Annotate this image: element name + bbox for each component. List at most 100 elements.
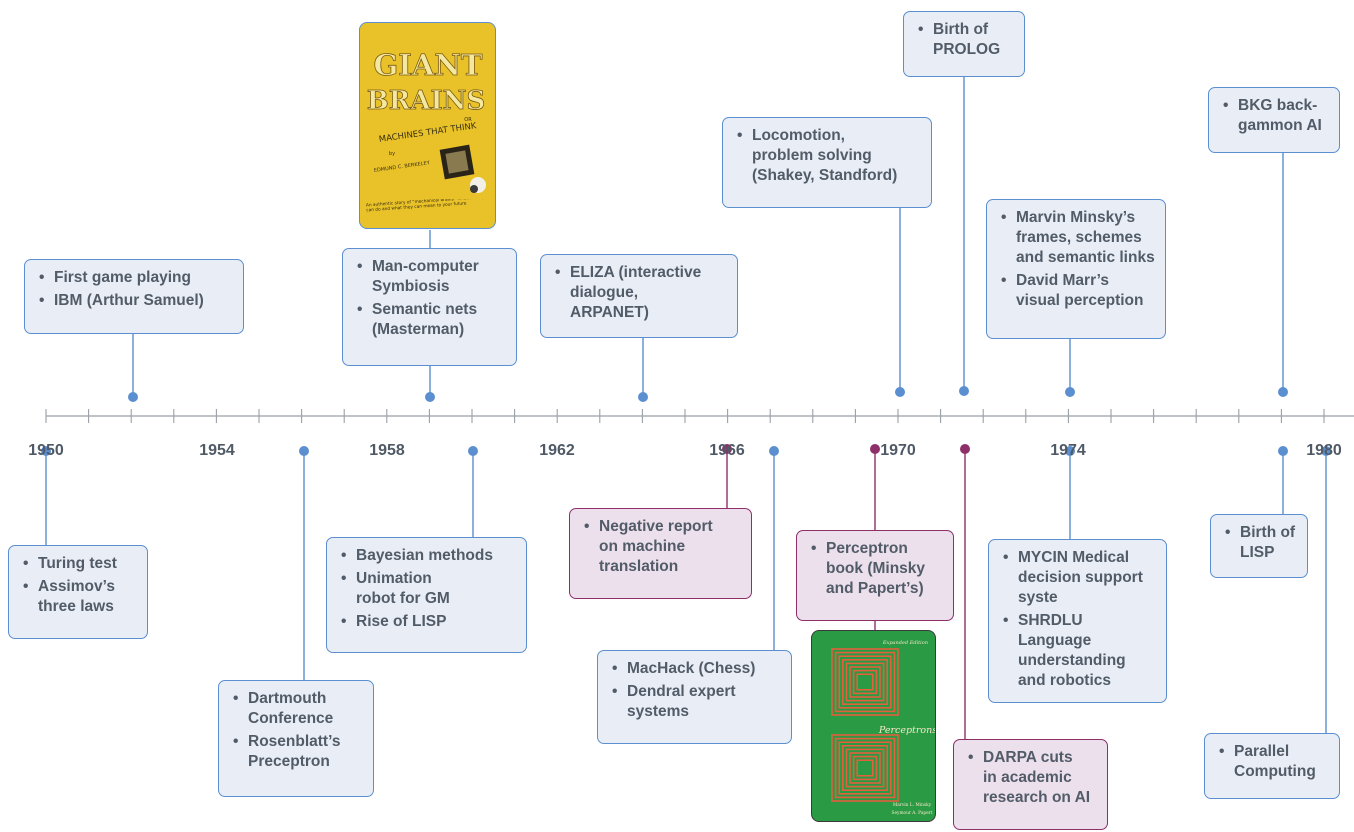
year-label-1966: 1966 (709, 442, 745, 459)
giant-brains-or: OR (464, 117, 472, 123)
event-item: Marvin Minsky’s frames, schemes and sema… (1001, 208, 1155, 268)
perceptron-pattern-square (841, 745, 889, 792)
perceptron-pattern-square (838, 741, 892, 795)
event-first-game-playing: First game playing IBM (Arthur Samuel) (24, 259, 244, 334)
perceptrons-book-cover: Expanded Edition Perceptrons Marvin L. M… (811, 630, 936, 822)
perceptron-pattern-square (841, 658, 889, 706)
event-machack-chess: MacHack (Chess) Dendral expert systems (597, 650, 792, 744)
event-dot (895, 387, 905, 397)
event-bkg-backgammon: BKG back- gammon AI (1208, 87, 1340, 153)
giant-brains-author: EDMUND C. BERKELEY (374, 160, 432, 174)
event-item: Bayesian methods (341, 546, 516, 566)
event-dot (959, 386, 969, 396)
event-item: Turing test (23, 554, 137, 574)
giant-brains-by: by (389, 151, 395, 157)
perceptrons-title: Perceptrons (878, 725, 936, 736)
event-dot (722, 444, 732, 454)
event-dot (960, 444, 970, 454)
perceptrons-author-papert: Seymour A. Papert (892, 811, 933, 816)
event-item: First game playing (39, 268, 233, 288)
event-item: BKG back- gammon AI (1223, 96, 1329, 136)
perceptron-pattern-square (852, 669, 878, 695)
event-birth-of-lisp: Birth of LISP (1210, 514, 1308, 578)
perceptron-pattern-square (845, 748, 885, 788)
perceptron-pattern-square (845, 662, 885, 702)
giant-brains-title-line2: BRAINS (367, 86, 485, 116)
perceptron-pattern-square (834, 651, 896, 713)
event-dot (638, 392, 648, 402)
event-perceptron-book: Perceptron book (Minsky and Papert’s) (796, 530, 954, 621)
event-item: Semantic nets (Masterman) (357, 300, 506, 340)
event-dot (41, 446, 51, 456)
event-locomotion: Locomotion, problem solving (Shakey, Sta… (722, 117, 932, 208)
event-dot (468, 446, 478, 456)
giant-brains-blurb: An authentic story of “mechanical brains… (366, 199, 485, 214)
perceptron-pattern-square (831, 734, 899, 802)
event-item: Unimation robot for GM (341, 569, 516, 609)
event-minsky-frames: Marvin Minsky’s frames, schemes and sema… (986, 199, 1166, 339)
giant-brains-cover-art: GIANT BRAINS OR MACHINES THAT THINK by E… (366, 48, 486, 214)
event-bayesian-methods: Bayesian methods Unimation robot for GM … (326, 537, 527, 653)
year-label-1980: 1980 (1306, 442, 1342, 459)
event-dot (299, 446, 309, 456)
giant-brains-book-cover: GIANT BRAINS OR MACHINES THAT THINK by E… (359, 22, 496, 229)
event-dot (128, 392, 138, 402)
year-label-1954: 1954 (199, 442, 235, 459)
giant-brains-subtitle: MACHINES THAT THINK (378, 121, 477, 145)
event-item: Negative report on machine translation (584, 517, 741, 577)
event-item: Birth of PROLOG (918, 20, 1014, 60)
perceptron-pattern-square (838, 655, 892, 709)
event-birth-of-prolog: Birth of PROLOG (903, 11, 1025, 77)
perceptron-pattern-square (849, 752, 881, 784)
event-man-computer-symbiosis: Man-computer Symbiosis Semantic nets (Ma… (342, 248, 517, 366)
event-dot (769, 446, 779, 456)
event-item: Rosenblatt’s Preceptron (233, 732, 363, 772)
event-item: Assimov’s three laws (23, 577, 137, 617)
event-item: Locomotion, problem solving (Shakey, Sta… (737, 126, 921, 186)
event-darpa-cuts: DARPA cuts in academic research on AI (953, 739, 1108, 830)
perceptron-pattern-square (831, 648, 899, 716)
event-item: Rise of LISP (341, 612, 516, 632)
event-dot (1065, 387, 1075, 397)
event-turing-test: Turing test Assimov’s three laws (8, 545, 148, 639)
event-dot (1278, 387, 1288, 397)
event-item: MacHack (Chess) (612, 659, 781, 679)
year-label-1970: 1970 (880, 442, 916, 459)
event-eliza: ELIZA (interactive dialogue, ARPANET) (540, 254, 738, 338)
event-item: Perceptron book (Minsky and Papert’s) (811, 539, 943, 599)
event-dot (1321, 446, 1331, 456)
event-item: ELIZA (interactive dialogue, ARPANET) (555, 263, 727, 323)
event-item: Man-computer Symbiosis (357, 257, 506, 297)
event-item: Birth of LISP (1225, 523, 1297, 563)
event-dartmouth-conference: Dartmouth Conference Rosenblatt’s Precep… (218, 680, 374, 797)
event-mycin-shrdlu: MYCIN Medical decision support syste SHR… (988, 539, 1167, 703)
event-dot (870, 444, 880, 454)
event-item: IBM (Arthur Samuel) (39, 291, 233, 311)
perceptrons-author-minsky: Marvin L. Minsky (893, 803, 932, 808)
event-dot (1278, 446, 1288, 456)
year-label-1950: 1950 (28, 442, 64, 459)
perceptrons-cover-art: Expanded Edition Perceptrons Marvin L. M… (831, 640, 936, 816)
giant-brains-robot-illustration (439, 144, 486, 193)
perceptron-pattern-square (834, 737, 896, 799)
event-item: Dartmouth Conference (233, 689, 363, 729)
perceptron-pattern-square (856, 759, 874, 777)
perceptron-pattern-square (856, 673, 874, 691)
perceptron-pattern-square (849, 666, 881, 698)
giant-brains-title-line1: GIANT (374, 48, 483, 82)
event-negative-report: Negative report on machine translation (569, 508, 752, 599)
event-item: Dendral expert systems (612, 682, 781, 722)
event-dot (1065, 446, 1075, 456)
year-label-1962: 1962 (539, 442, 575, 459)
year-label-1974: 1974 (1050, 442, 1086, 459)
event-parallel-computing: Parallel Computing (1204, 733, 1340, 799)
event-item: SHRDLU Language understanding and roboti… (1003, 611, 1156, 691)
event-item: Parallel Computing (1219, 742, 1329, 782)
event-item: David Marr’s visual perception (1001, 271, 1155, 311)
event-item: DARPA cuts in academic research on AI (968, 748, 1097, 808)
perceptron-pattern-square (852, 755, 878, 781)
event-item: MYCIN Medical decision support syste (1003, 548, 1156, 608)
year-label-1958: 1958 (369, 442, 405, 459)
